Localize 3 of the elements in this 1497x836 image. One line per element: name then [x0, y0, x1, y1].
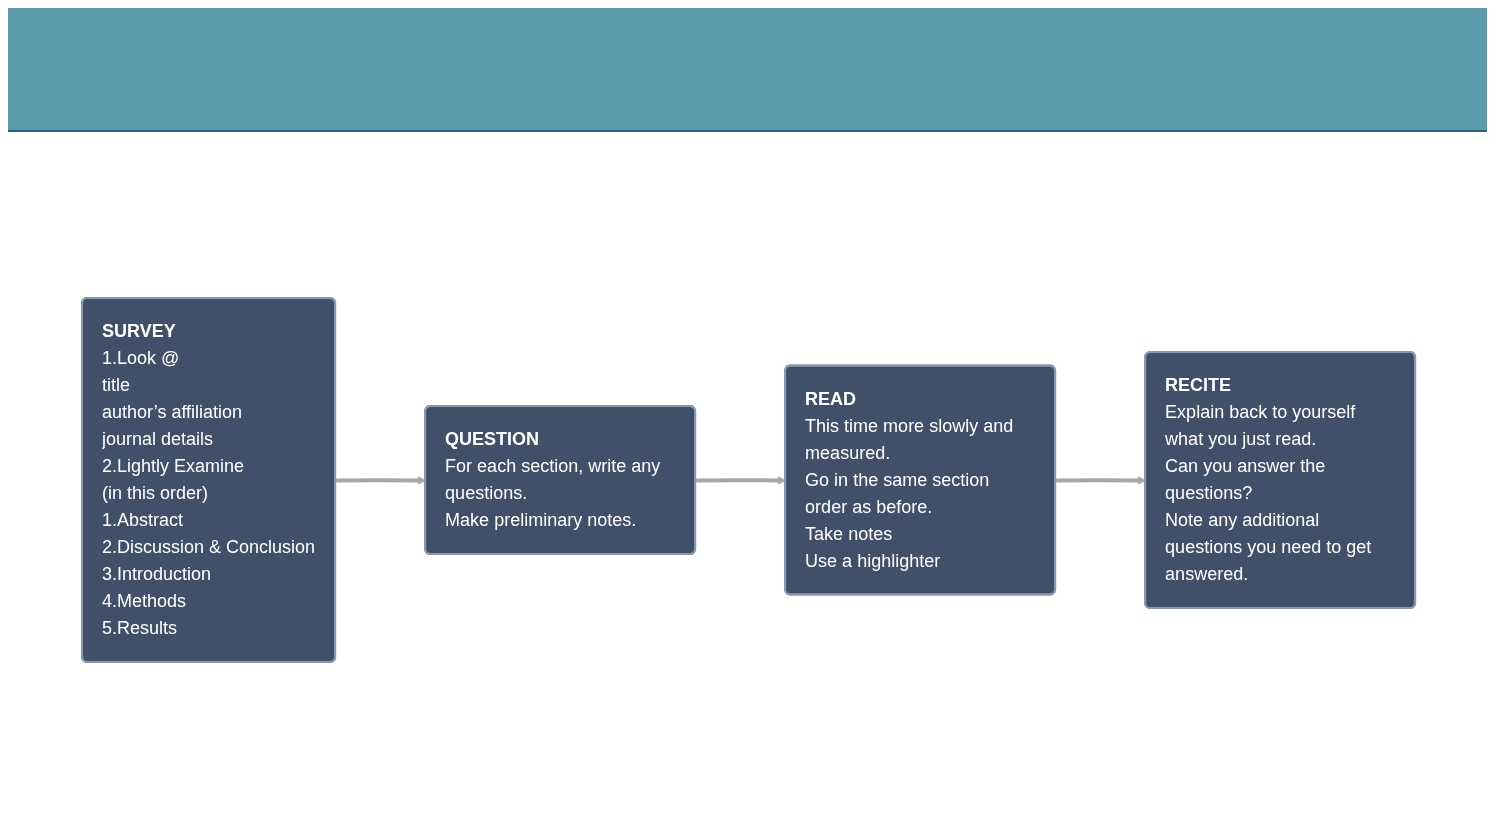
arrow: [695, 476, 786, 485]
arrow: [335, 476, 426, 485]
arrow: [1055, 476, 1146, 485]
